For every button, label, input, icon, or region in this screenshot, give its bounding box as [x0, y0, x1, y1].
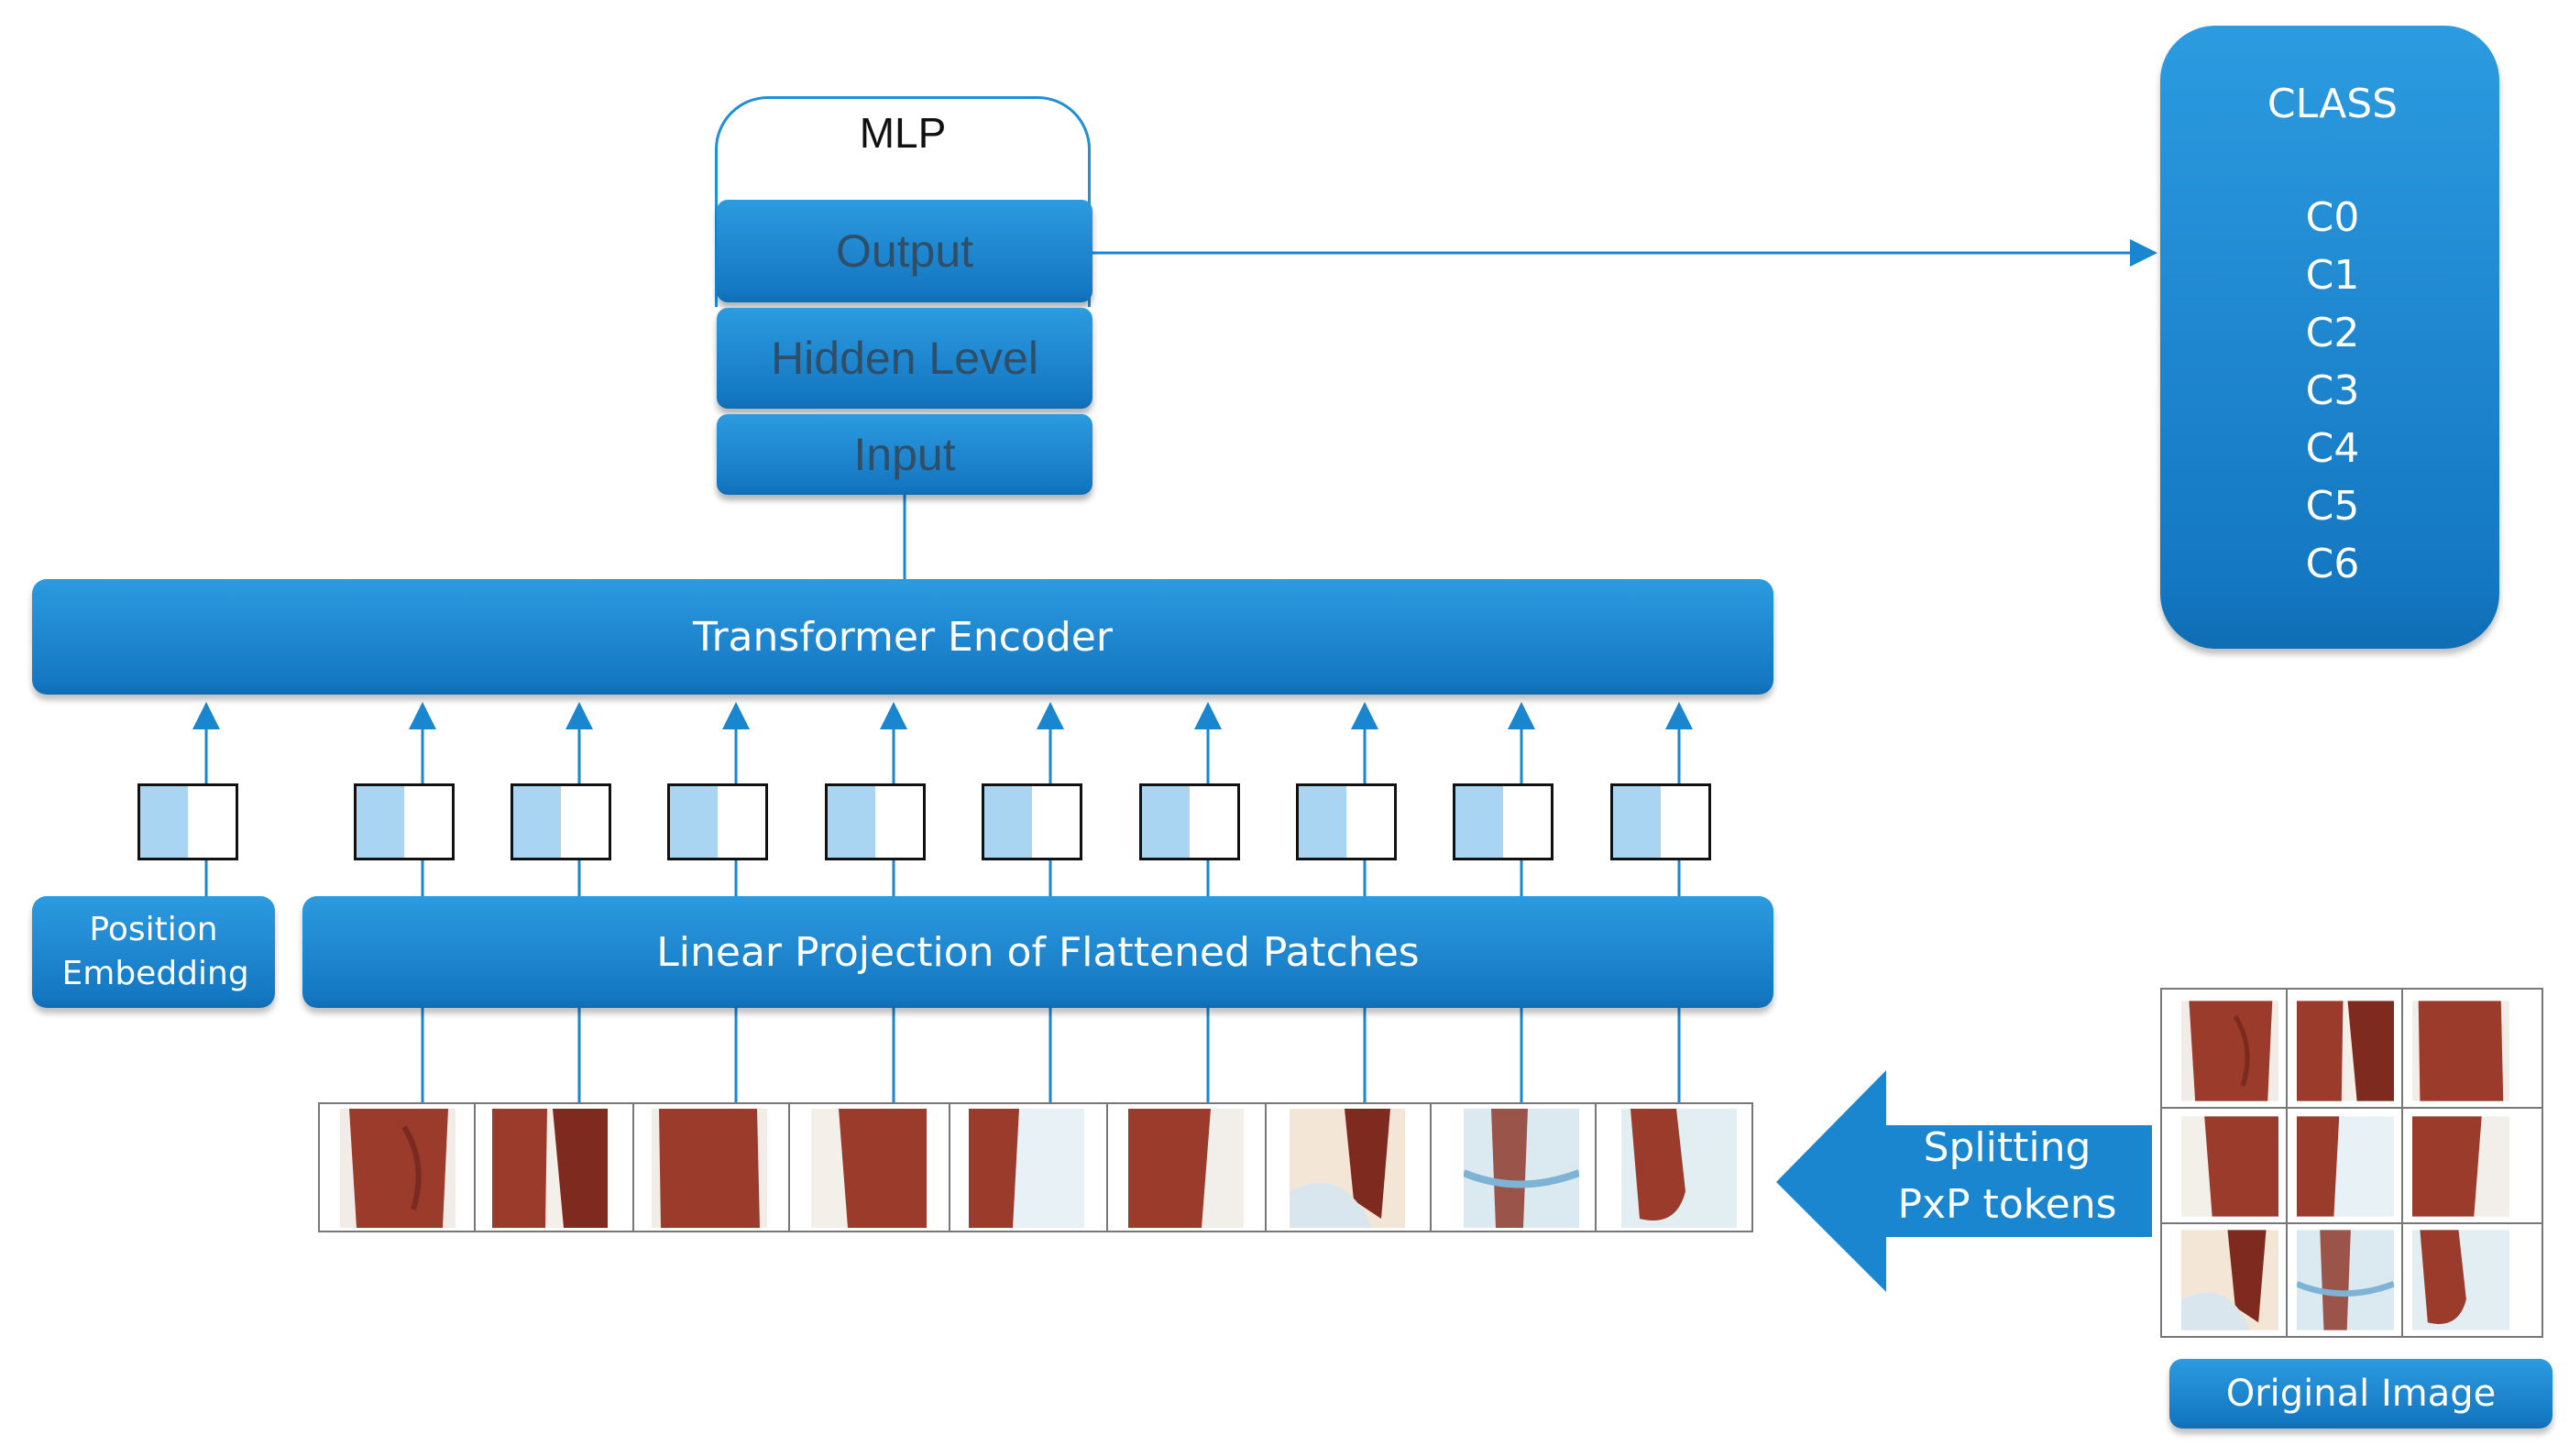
- original-patch-9: [2412, 1230, 2509, 1330]
- patch-separator: [1106, 1102, 1108, 1232]
- original-patch-2: [2297, 1001, 2394, 1101]
- patch-token-3: [667, 783, 768, 860]
- linear-projection-box: Linear Projection of Flattened Patches: [302, 896, 1773, 1008]
- grid-separator-vertical: [2286, 988, 2288, 1338]
- patch-separator: [1430, 1102, 1432, 1232]
- mlp-frame: [715, 96, 1091, 307]
- mlp-title: MLP: [859, 109, 947, 157]
- grid-separator-vertical: [2401, 988, 2403, 1338]
- flattened-patch-3: [652, 1109, 767, 1228]
- class-item-c3: C3: [2305, 367, 2360, 414]
- patch-token-5: [982, 783, 1082, 860]
- patch-token-1: [354, 783, 455, 860]
- position-embedding-label: Position Embedding: [61, 911, 249, 992]
- position-token: [137, 783, 238, 860]
- flattened-patch-6: [1128, 1109, 1244, 1228]
- original-patch-4: [2181, 1116, 2278, 1217]
- splitting-label: Splitting PxP tokens: [1870, 1120, 2145, 1233]
- patch-separator: [632, 1102, 634, 1232]
- original-patch-3: [2412, 1001, 2509, 1101]
- patch-separator: [1595, 1102, 1597, 1232]
- class-item-c0: C0: [2305, 194, 2360, 241]
- splitting-label-line2: PxP tokens: [1897, 1181, 2117, 1228]
- original-patch-1: [2181, 1001, 2278, 1101]
- flattened-patch-8: [1464, 1109, 1579, 1228]
- class-item-c6: C6: [2305, 541, 2360, 587]
- original-patch-7: [2181, 1230, 2278, 1330]
- patch-separator: [1265, 1102, 1267, 1232]
- flattened-patch-strip: [318, 1102, 1753, 1232]
- original-image-label: Original Image: [2169, 1359, 2553, 1429]
- class-box-title: CLASS: [2267, 81, 2399, 127]
- grid-separator-horizontal: [2160, 1222, 2543, 1224]
- grid-separator-horizontal: [2160, 1107, 2543, 1109]
- patch-token-2: [511, 783, 611, 860]
- class-item-c5: C5: [2305, 483, 2360, 530]
- original-patch-8: [2297, 1230, 2394, 1330]
- flattened-patch-9: [1621, 1109, 1737, 1228]
- class-item-c4: C4: [2305, 425, 2360, 472]
- mlp-hidden-layer: Hidden Level: [717, 308, 1092, 409]
- original-patch-5: [2297, 1116, 2394, 1217]
- patch-token-6: [1139, 783, 1240, 860]
- flattened-patch-1: [340, 1109, 456, 1228]
- patch-token-7: [1296, 783, 1397, 860]
- patch-token-9: [1610, 783, 1711, 860]
- mlp-input-layer: Input: [717, 414, 1092, 495]
- transformer-encoder: Transformer Encoder: [32, 579, 1773, 695]
- flattened-patch-2: [492, 1109, 608, 1228]
- patch-token-4: [825, 783, 926, 860]
- class-box: [2160, 26, 2499, 649]
- position-embedding-box: Position Embedding: [32, 896, 275, 1008]
- flattened-patch-7: [1290, 1109, 1405, 1228]
- flattened-patch-4: [811, 1109, 927, 1228]
- class-item-c2: C2: [2305, 310, 2360, 356]
- flattened-patch-5: [969, 1109, 1084, 1228]
- class-item-c1: C1: [2305, 252, 2360, 299]
- patch-token-8: [1453, 783, 1553, 860]
- mlp-output-layer: Output: [717, 200, 1092, 302]
- patch-separator: [474, 1102, 476, 1232]
- original-patch-6: [2412, 1116, 2509, 1217]
- splitting-arrow: [1776, 1070, 2152, 1292]
- splitting-label-line1: Splitting: [1923, 1124, 2091, 1171]
- patch-separator: [788, 1102, 790, 1232]
- patch-separator: [949, 1102, 950, 1232]
- original-image-grid: [2160, 988, 2543, 1338]
